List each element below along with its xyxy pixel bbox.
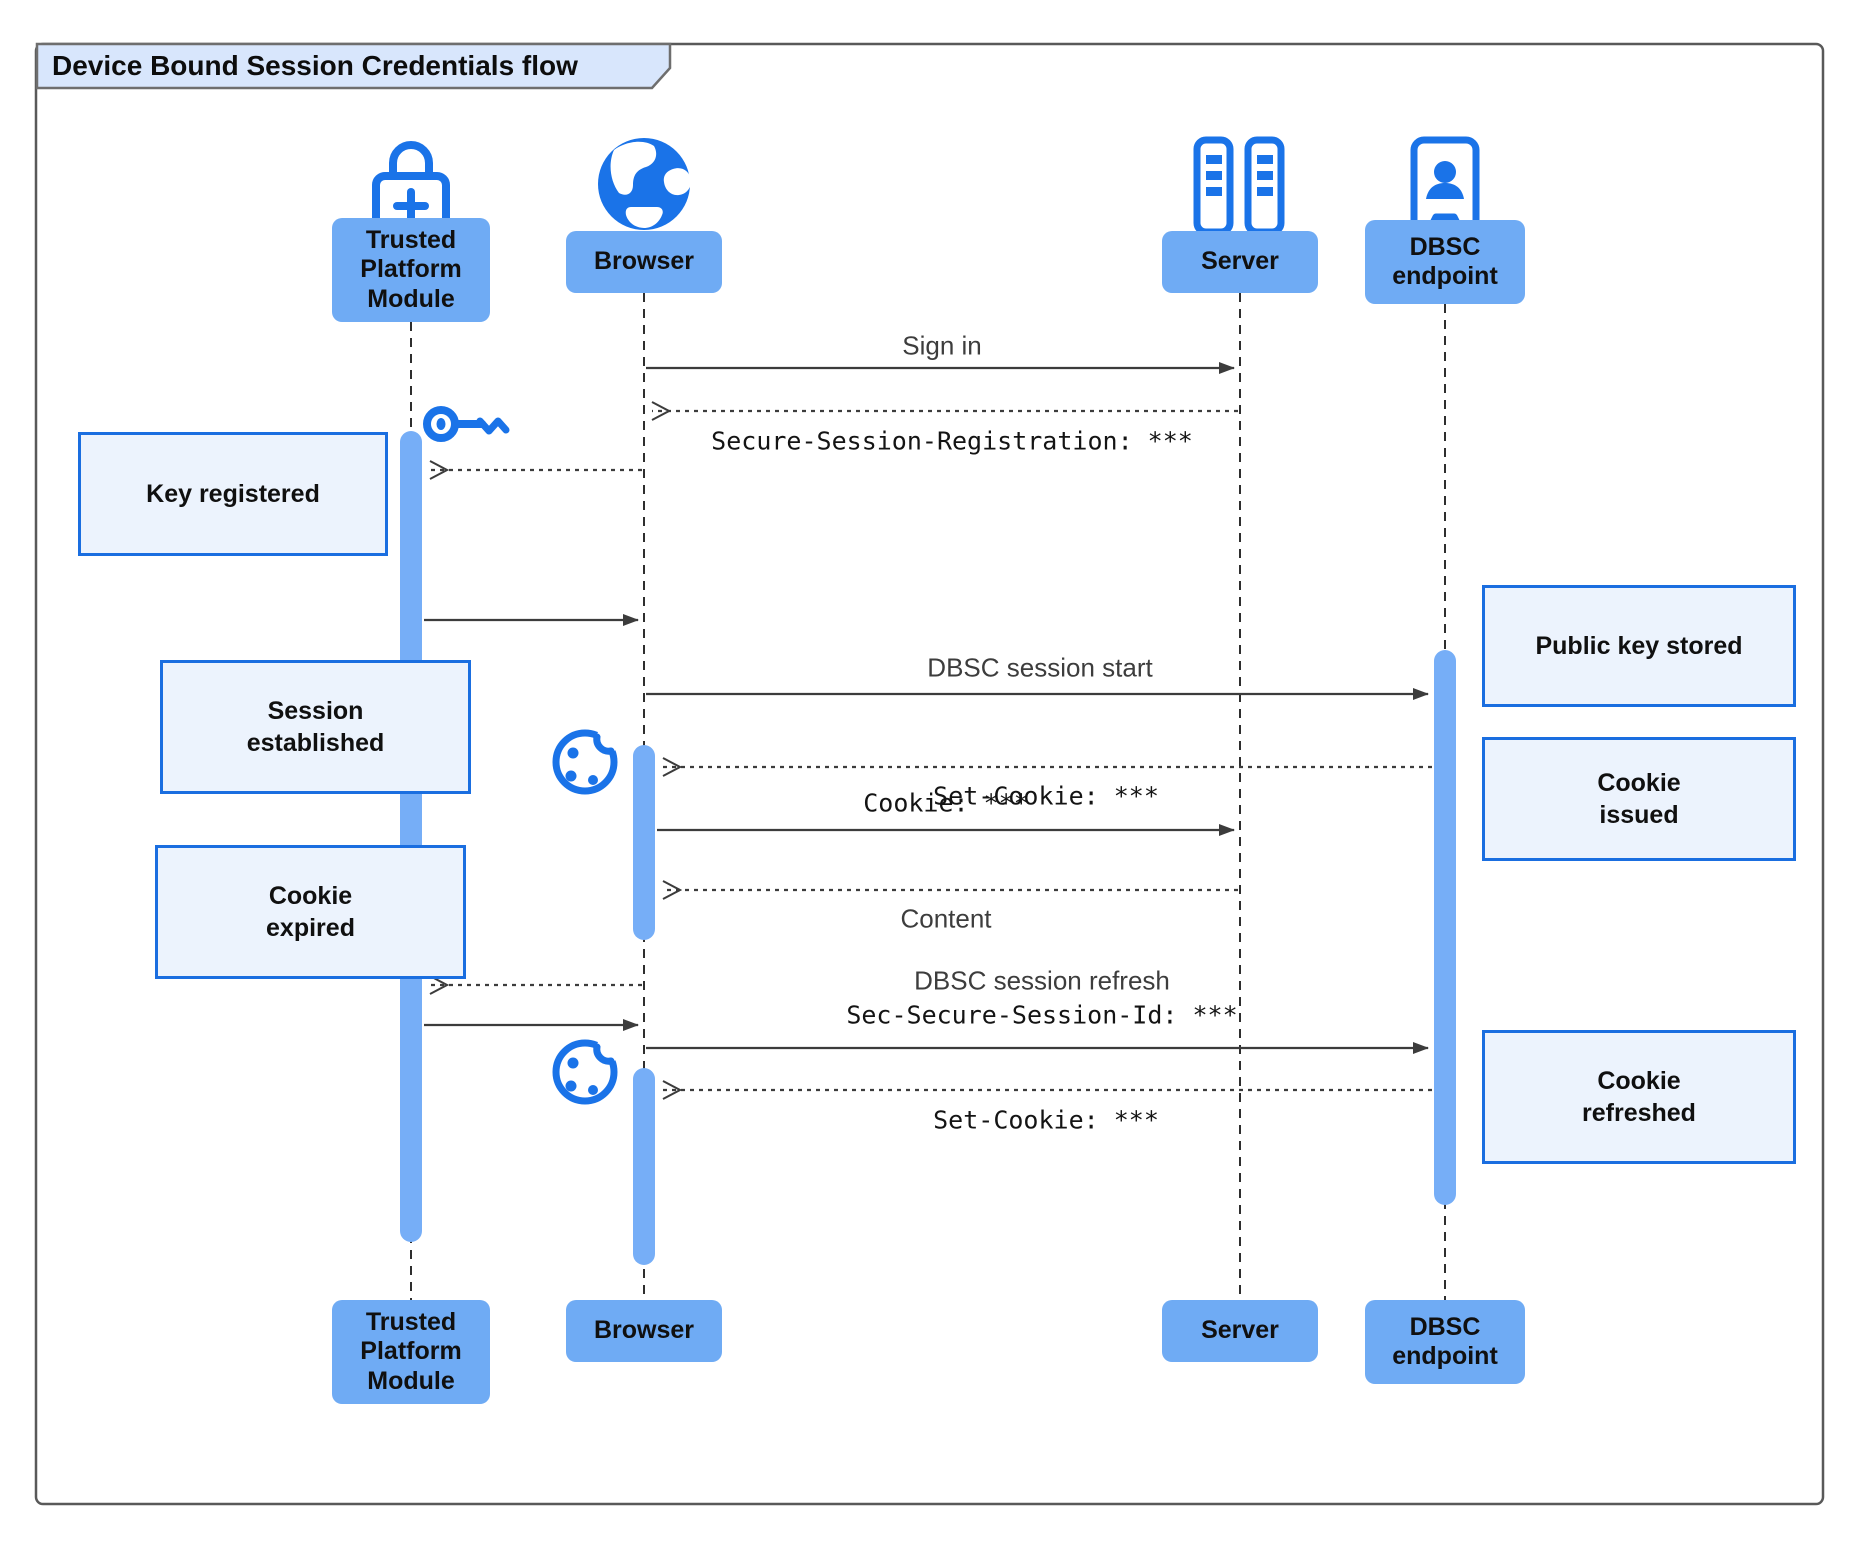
cookie-icon	[556, 1036, 622, 1101]
note-cookie-refreshed: Cookie refreshed	[1482, 1030, 1796, 1164]
activation-dbsc	[1434, 650, 1456, 1205]
note-cookie-expired: Cookie expired	[155, 845, 466, 979]
message-label-secure-session-registration: Secure-Session-Registration: ***	[711, 426, 1193, 456]
page-title: Device Bound Session Credentials flow	[52, 50, 578, 81]
cookie-icon	[556, 726, 622, 791]
note-cookie-issued: Cookie issued	[1482, 737, 1796, 861]
actor-label-browser-top: Browser	[566, 231, 722, 293]
note-public-key-stored: Public key stored	[1482, 585, 1796, 707]
message-label-sec-secure-session-id: Sec-Secure-Session-Id: ***	[846, 1000, 1238, 1030]
message-label-cookie: Cookie: ***	[863, 788, 1029, 818]
actor-label-tpm-bottom: Trusted Platform Module	[332, 1300, 490, 1404]
note-key-registered: Key registered	[78, 432, 388, 556]
diagram-frame	[34, 42, 1825, 1506]
globe-icon	[598, 138, 692, 230]
activation-tpm	[400, 431, 422, 1242]
actor-label-server-top: Server	[1162, 231, 1318, 293]
message-label-sign-in: Sign in	[902, 330, 982, 361]
actor-label-dbsc-bottom: DBSC endpoint	[1365, 1300, 1525, 1384]
actor-label-browser-bottom: Browser	[566, 1300, 722, 1362]
message-label-set-cookie-2: Set-Cookie: ***	[933, 1105, 1159, 1135]
actor-label-server-bottom: Server	[1162, 1300, 1318, 1362]
diagram-title-tab	[35, 42, 672, 90]
actor-label-dbsc-top: DBSC endpoint	[1365, 220, 1525, 304]
actor-label-tpm-top: Trusted Platform Module	[332, 218, 490, 322]
activation-browser-2	[633, 1068, 655, 1265]
message-label-dbsc-session-refresh: DBSC session refresh	[914, 965, 1170, 996]
server-racks-icon	[1193, 136, 1285, 236]
note-session-established: Session established	[160, 660, 471, 794]
activation-browser-1	[633, 745, 655, 940]
activation-bars	[400, 431, 1456, 1265]
message-arrows	[424, 362, 1432, 1090]
key-icon	[423, 406, 510, 442]
message-label-set-cookie-1: Set-Cookie: ***	[933, 781, 1159, 811]
message-label-dbsc-session-start: DBSC session start	[927, 652, 1153, 683]
message-label-content: Content	[900, 903, 992, 934]
